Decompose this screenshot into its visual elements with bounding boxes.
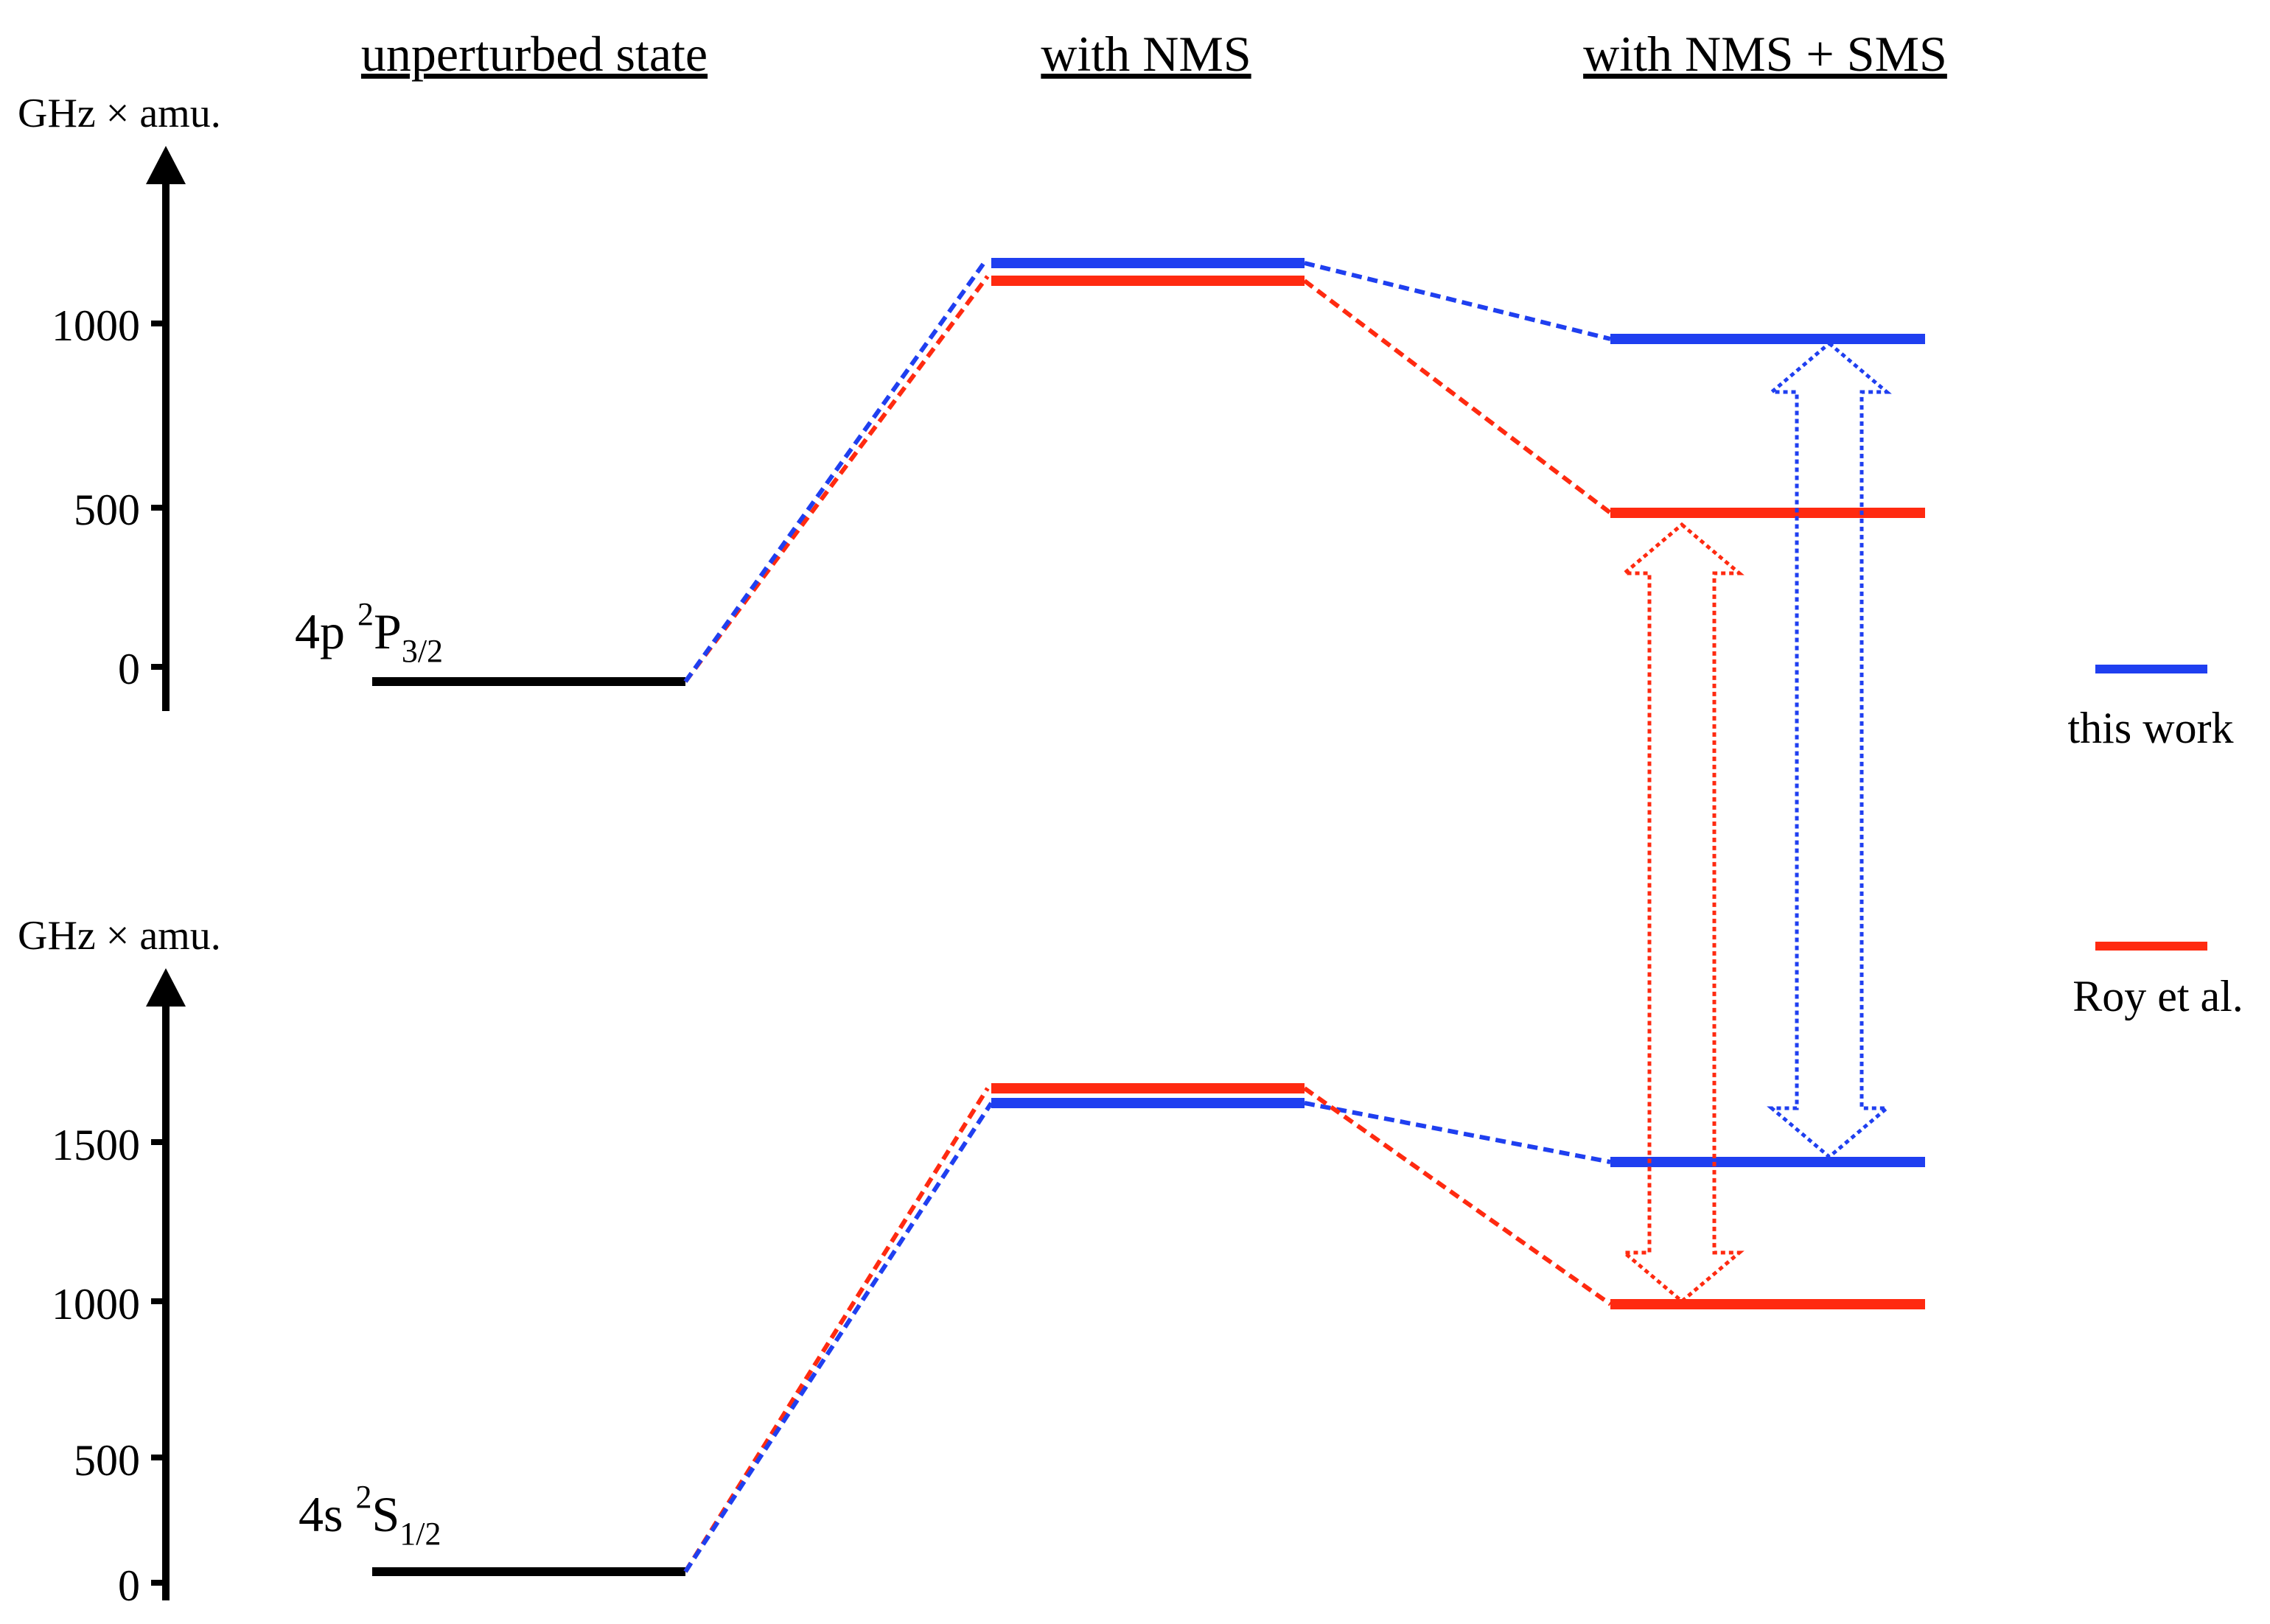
- lower-tick-500: 500: [74, 1436, 140, 1485]
- upper-tick-500: 500: [74, 486, 140, 534]
- state-4s-sub: 1/2: [399, 1516, 441, 1552]
- connector-4s-roy: [683, 1087, 990, 1573]
- header-with-nms-sms: with NMS + SMS: [1583, 26, 1947, 82]
- lower-tick-1500: 1500: [52, 1121, 140, 1169]
- upper-tick-0: 0: [118, 645, 140, 693]
- state-4s-letter: S: [371, 1486, 399, 1542]
- transition-arrow-this-work: [1767, 340, 1892, 1160]
- connector-4p-this-work-sms: [1304, 261, 1611, 341]
- upper-axis-unit: GHz × amu.: [18, 91, 221, 136]
- connector-4p-roy-sms: [1303, 279, 1612, 515]
- state-4s-sup: 2: [355, 1479, 371, 1515]
- transition-arrow-roy: [1619, 522, 1745, 1304]
- header-with-nms: with NMS: [1041, 26, 1251, 82]
- connector-4s-this-work-sms: [1304, 1101, 1611, 1164]
- upper-tick-1000: 1000: [52, 301, 140, 350]
- header-unperturbed: unperturbed state: [361, 26, 708, 82]
- state-4p-sub: 3/2: [402, 633, 443, 669]
- upper-axis: [146, 146, 186, 711]
- state-4s-base: 4s: [298, 1486, 355, 1542]
- state-4p-base: 4p: [295, 603, 357, 659]
- connector-4s-roy-sms: [1303, 1086, 1612, 1306]
- state-4p-letter: P: [374, 603, 402, 659]
- lower-tick-0: 0: [118, 1561, 140, 1610]
- lower-tick-1000: 1000: [52, 1280, 140, 1329]
- state-4p-sup: 2: [357, 596, 374, 632]
- connector-4s-this-work: [683, 1102, 993, 1573]
- legend-label-this-work: this work: [2068, 704, 2234, 752]
- lower-axis: [146, 968, 186, 1600]
- state-label-4p: 4p 2P3/2: [295, 596, 443, 669]
- connector-4p-this-work: [683, 262, 986, 683]
- legend-label-roy: Roy et al.: [2072, 972, 2243, 1021]
- lower-axis-unit: GHz × amu.: [18, 913, 221, 959]
- connector-4p-roy: [683, 275, 990, 683]
- state-label-4s: 4s 2S1/2: [298, 1479, 441, 1552]
